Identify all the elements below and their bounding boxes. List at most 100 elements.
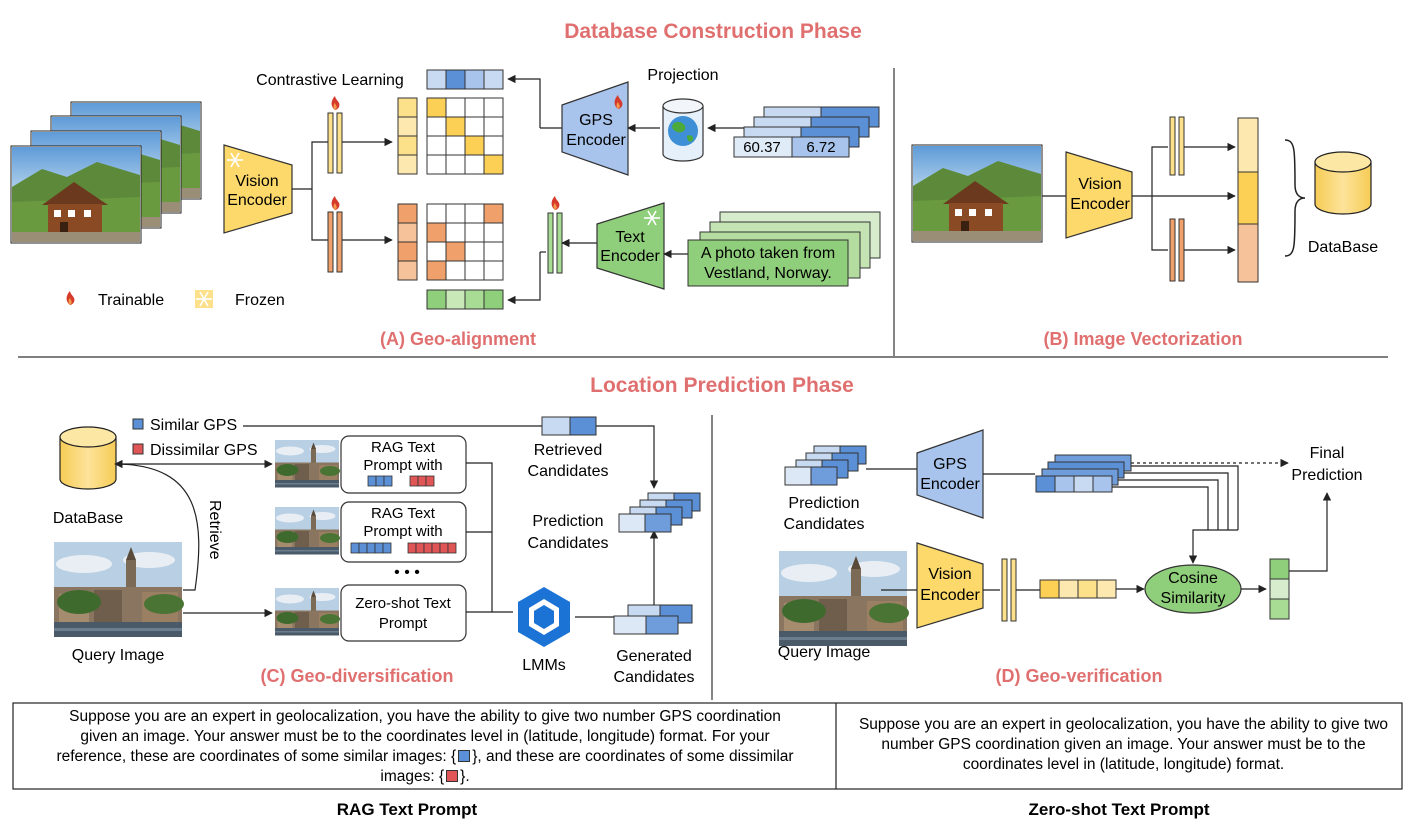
text-encoder: Text Encoder: [596, 202, 665, 290]
vision-encoder-a: Vision Encoder: [223, 144, 293, 234]
vision-encoder-d: Vision Encoder: [916, 542, 984, 629]
retrieved-label-1: Retrieved: [534, 442, 602, 459]
svg-text:Encoder: Encoder: [920, 587, 980, 604]
similar-gps-label: Similar GPS: [150, 417, 237, 434]
database-label-c: DataBase: [53, 510, 123, 527]
construction-phase-title: Database Construction Phase: [564, 20, 862, 43]
caption-stack: [687, 211, 881, 287]
prediction-candidates-label-d2: Candidates: [784, 516, 865, 533]
thumb-1: [275, 440, 340, 488]
longitude-value: 6.72: [806, 139, 835, 156]
similar-gps-chip: [458, 750, 471, 762]
similar-gps-swatch: [132, 418, 144, 430]
generated-label-1: Generated: [616, 648, 692, 665]
dissimilar-gps-chip: [446, 770, 459, 782]
prediction-candidates-label-1: Prediction: [532, 513, 603, 530]
database-label-b: DataBase: [1308, 239, 1378, 256]
dissimilar-gps-label: Dissimilar GPS: [150, 442, 258, 459]
final-prediction-label-2: Prediction: [1291, 467, 1362, 484]
rag-prompt-box-1: RAG Text Prompt with: [340, 435, 467, 494]
image-embedding-d: [1039, 579, 1117, 599]
feature-bar-yellow-a: [327, 96, 343, 174]
query-image-c: [54, 542, 184, 637]
retrieved-label-2: Candidates: [528, 463, 609, 480]
svg-text:Encoder: Encoder: [600, 248, 660, 265]
ellipsis: • • •: [394, 564, 420, 581]
svg-text:Encoder: Encoder: [566, 132, 626, 149]
caption-line-2: Vestland, Norway.: [704, 265, 832, 282]
cosine-similarity-node: Cosine Similarity: [1144, 564, 1242, 614]
query-image-label-d: Query Image: [778, 644, 871, 661]
section-d-title: (D) Geo-verification: [995, 666, 1162, 686]
rag-prompt-box-2: RAG Text Prompt with: [340, 501, 467, 563]
feature-bar-orange-b: [1169, 218, 1185, 282]
feature-bar-yellow-b: [1169, 116, 1185, 176]
globe-icon: [662, 98, 704, 162]
svg-text:GPS: GPS: [933, 456, 967, 473]
retrieve-label: Retrieve: [206, 500, 223, 560]
section-b-title: (B) Image Vectorization: [1043, 329, 1242, 349]
score-vector-d: [1269, 558, 1290, 620]
query-image-d: [779, 551, 909, 646]
lmms-label: LMMs: [522, 657, 566, 674]
svg-text:Text: Text: [615, 229, 645, 246]
gps-embedding-stack: [1035, 454, 1132, 493]
gps-encoder-a: GPS Encoder: [561, 81, 629, 176]
svg-text:Prompt with: Prompt with: [363, 457, 442, 474]
stacked-photos: [10, 101, 202, 244]
svg-text:Cosine: Cosine: [1168, 570, 1218, 587]
prompt-table: [12, 702, 1403, 790]
caption-line-1: A photo taken from: [701, 245, 835, 262]
lmms-icon: [518, 587, 570, 647]
svg-text:Vision: Vision: [928, 566, 971, 583]
section-a-title: (A) Geo-alignment: [380, 329, 536, 349]
svg-text:GPS: GPS: [579, 112, 613, 129]
generated-candidates-icon: [613, 604, 693, 635]
contrastive-matrix-top: [397, 69, 504, 175]
database-icon-b: [1314, 151, 1372, 215]
projection-label: Projection: [647, 67, 718, 84]
database-icon-c: [59, 426, 117, 490]
feature-bar-orange-a: [327, 196, 343, 273]
svg-text:Encoder: Encoder: [227, 192, 287, 209]
zero-shot-prompt-text: Suppose you are an expert in geolocaliza…: [858, 716, 1389, 773]
prediction-candidates-label-2: Candidates: [528, 535, 609, 552]
prediction-candidates-icon-c: [618, 492, 701, 533]
prediction-candidates-label-d1: Prediction: [788, 495, 859, 512]
gps-encoder-d: GPS Encoder: [916, 429, 984, 519]
vector-stack-b: [1237, 117, 1259, 283]
generated-label-2: Candidates: [614, 669, 695, 686]
dissimilar-gps-swatch: [132, 443, 144, 455]
thumb-2: [275, 507, 340, 555]
vision-encoder-b: Vision Encoder: [1065, 151, 1133, 239]
brace: [1284, 139, 1306, 257]
svg-text:Prompt with: Prompt with: [363, 523, 442, 540]
svg-text:Zero-shot Text: Zero-shot Text: [355, 595, 451, 612]
zero-shot-prompt-box: Zero-shot Text Prompt: [340, 584, 467, 642]
rag-prompt-caption: RAG Text Prompt: [336, 800, 478, 819]
contrastive-label: Contrastive Learning: [256, 72, 404, 89]
svg-text:Vision: Vision: [1078, 176, 1121, 193]
rag-prompt-text: Suppose you are an expert in geolocaliza…: [56, 708, 794, 785]
svg-text:Vision: Vision: [235, 173, 278, 190]
svg-text:RAG Text: RAG Text: [371, 505, 436, 522]
latitude-value: 60.37: [743, 139, 781, 156]
retrieved-candidates-icon: [541, 416, 597, 436]
trainable-label: Trainable: [98, 292, 164, 309]
svg-text:Encoder: Encoder: [920, 476, 980, 493]
svg-text:Prompt: Prompt: [379, 615, 428, 632]
photo-b: [911, 144, 1043, 243]
contrastive-matrix-bottom: [397, 203, 504, 310]
section-c-title: (C) Geo-diversification: [260, 666, 453, 686]
frozen-label: Frozen: [235, 292, 285, 309]
query-image-label-c: Query Image: [72, 647, 165, 664]
svg-text:Encoder: Encoder: [1070, 196, 1130, 213]
svg-text:RAG Text: RAG Text: [371, 439, 436, 456]
prediction-candidates-icon-d: [784, 445, 867, 486]
feature-bar-green-a: [547, 196, 563, 274]
trainable-icon: [66, 291, 75, 305]
frozen-icon: [195, 290, 213, 308]
thumb-3: [275, 588, 340, 636]
zero-shot-prompt-caption: Zero-shot Text Prompt: [1028, 800, 1210, 819]
